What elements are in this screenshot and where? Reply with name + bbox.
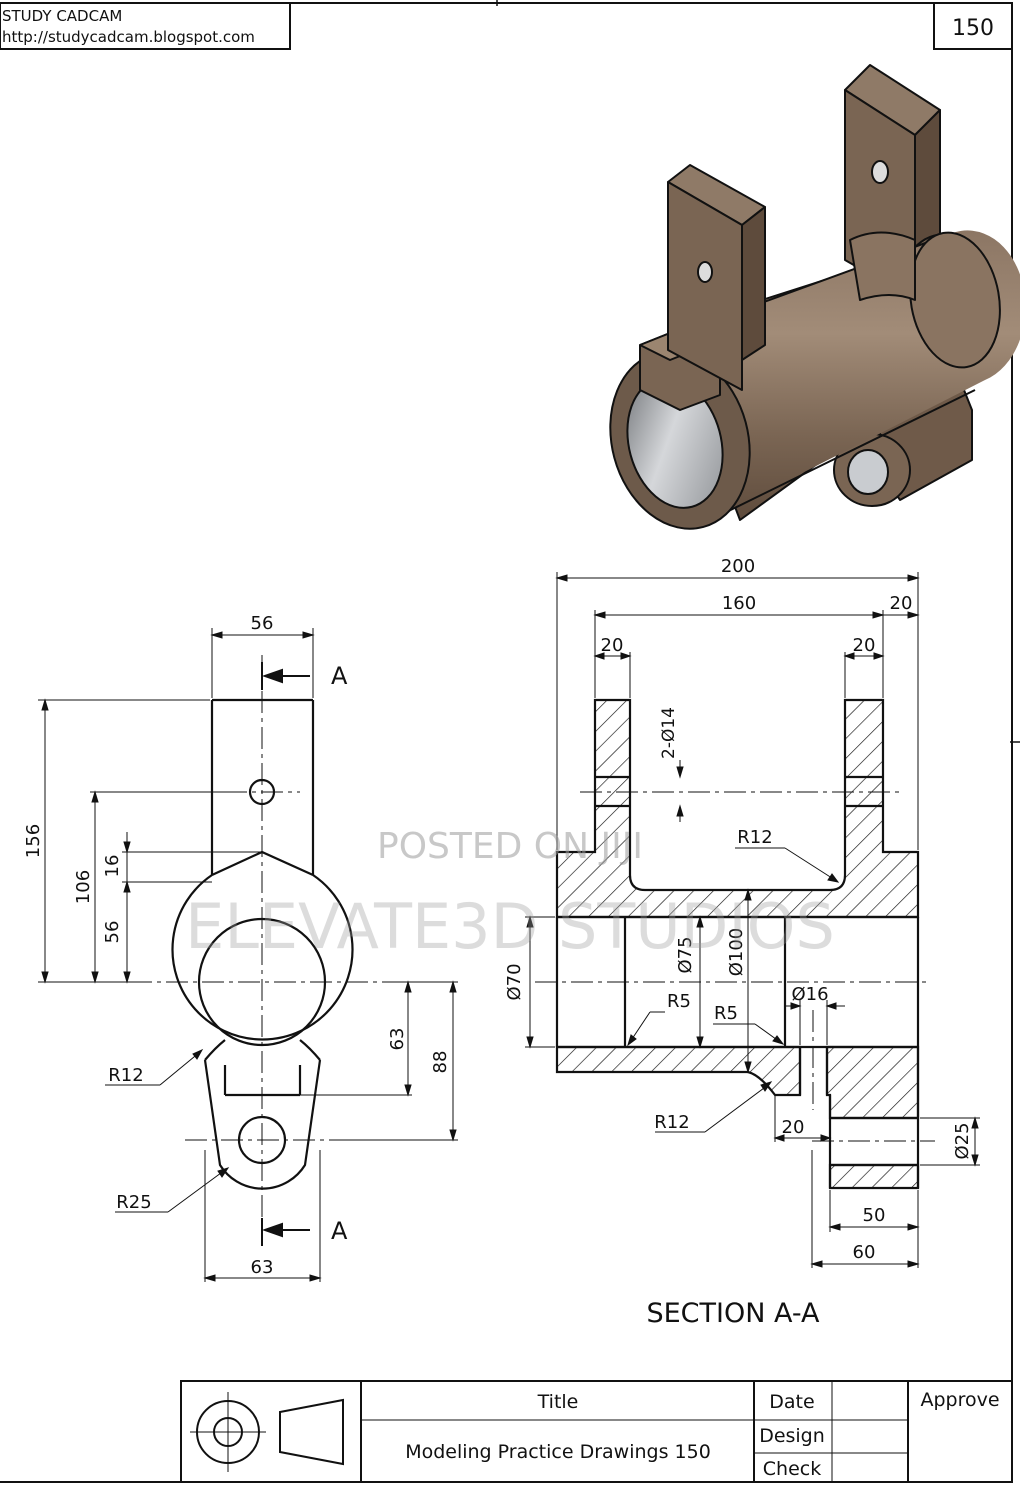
front-view-centerlines xyxy=(130,655,385,1245)
dim-outer-dia: Ø100 xyxy=(726,928,747,977)
dim-chamfer-height: 16 xyxy=(102,855,123,878)
dim-left-ear: 20 xyxy=(601,635,624,656)
dim-center-to-lug-top: 63 xyxy=(387,1028,408,1051)
design-label: Design xyxy=(759,1425,825,1447)
dim-hole-16: Ø16 xyxy=(791,984,828,1005)
check-label: Check xyxy=(763,1458,821,1480)
dim-top-width: 56 xyxy=(251,613,274,634)
dim-center-to-lug-hole: 88 xyxy=(430,1051,451,1074)
dim-lug-radius: R25 xyxy=(116,1192,151,1213)
dim-chamfer-to-center: 56 xyxy=(102,921,123,944)
sheet-number: 150 xyxy=(952,16,994,41)
section-view-centerlines xyxy=(535,791,935,1142)
watermark-line2: ELEVATE3D STUDIOS xyxy=(185,890,835,963)
dim-lug-width: 63 xyxy=(251,1257,274,1278)
title-value: Modeling Practice Drawings 150 xyxy=(405,1441,711,1463)
dim-fillet-r12: R12 xyxy=(108,1065,143,1086)
dim-ear-holes: 2-Ø14 xyxy=(659,707,679,759)
section-view-outline xyxy=(555,775,920,1188)
dim-right-offset: 20 xyxy=(890,593,913,614)
section-view-dimensions xyxy=(525,572,980,1268)
dim-fillet-r5-left: R5 xyxy=(667,991,691,1012)
section-view-hatching xyxy=(555,698,920,1190)
section-title: SECTION A-A xyxy=(646,1298,820,1329)
dim-lug-60: 60 xyxy=(853,1242,876,1263)
front-view-dimensions xyxy=(38,628,458,1282)
watermark-line1: POSTED ON JIJI xyxy=(377,826,643,867)
dim-overall-height: 156 xyxy=(23,824,44,858)
section-label-top: A xyxy=(331,662,348,690)
dim-lug-50: 50 xyxy=(863,1205,886,1226)
section-arrow-bottom xyxy=(261,1218,310,1246)
dim-hole-to-center: 106 xyxy=(73,870,94,904)
dim-inner-span: 160 xyxy=(722,593,756,614)
dim-step-20: 20 xyxy=(782,1117,805,1138)
isometric-3d-view xyxy=(609,64,1020,530)
dim-fillet-bottom: R12 xyxy=(654,1112,689,1133)
dim-bore-small: Ø70 xyxy=(504,963,525,1000)
title-block xyxy=(180,1380,1013,1483)
dim-fillet-top: R12 xyxy=(737,827,772,848)
dim-fillet-r5-right: R5 xyxy=(714,1003,738,1024)
date-label: Date xyxy=(769,1391,814,1413)
approve-label: Approve xyxy=(920,1389,999,1411)
dim-bore-mid: Ø75 xyxy=(675,936,696,973)
dim-overall-length: 200 xyxy=(721,556,755,577)
section-arrow-top xyxy=(261,662,310,690)
dim-hole-25: Ø25 xyxy=(952,1122,973,1159)
projection-symbol xyxy=(190,1392,344,1472)
section-label-bottom: A xyxy=(331,1217,348,1245)
title-label: Title xyxy=(537,1391,579,1413)
company-name: STUDY CADCAM xyxy=(2,7,122,25)
company-url[interactable]: http://studycadcam.blogspot.com xyxy=(2,28,255,46)
dim-right-ear: 20 xyxy=(853,635,876,656)
